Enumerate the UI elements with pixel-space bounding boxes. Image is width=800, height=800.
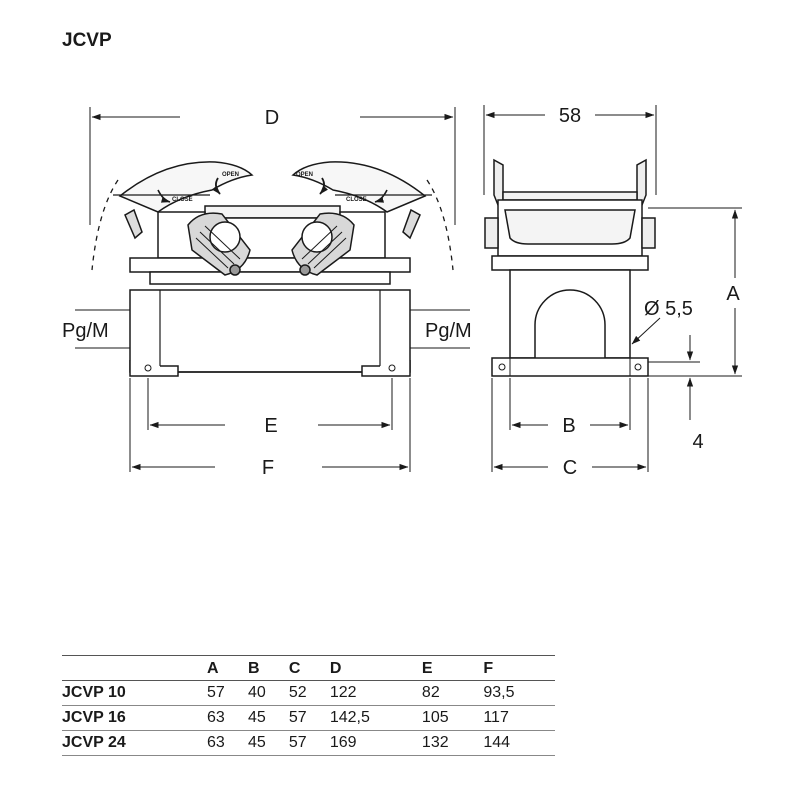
table-header-cell: A: [207, 655, 248, 681]
table-header-cell: D: [329, 655, 422, 681]
dim-label-B: B: [562, 415, 575, 437]
model-cell: JCVP 24: [62, 734, 126, 751]
model-cell: JCVP 16: [62, 709, 126, 726]
page-title: JCVP: [62, 30, 112, 51]
open-label-left: OPEN: [222, 172, 239, 178]
table-row: JCVP 10 57 40 52 122 82 93,5: [62, 681, 555, 706]
dim-label-C: C: [563, 457, 577, 479]
open-label-right: OPEN: [296, 172, 313, 178]
table-cell: 45: [247, 734, 266, 751]
table-cell: 132: [421, 734, 449, 751]
table-row: JCVP 24 63 45 57 169 132 144: [62, 731, 555, 756]
dim-label-D: D: [265, 107, 279, 129]
close-label-left: CLOSE: [172, 197, 193, 203]
table-header-cell: [62, 655, 207, 681]
table-cell: 57: [288, 734, 307, 751]
dim-label-4: 4: [692, 431, 703, 453]
dim-label-58: 58: [559, 105, 581, 127]
table-cell: 117: [483, 709, 509, 726]
table-cell: 105: [421, 709, 449, 726]
table-header-cell: B: [247, 655, 289, 681]
table-cell: 63: [207, 734, 225, 751]
table-cell: 93,5: [483, 684, 515, 701]
close-label-right: CLOSE: [346, 197, 367, 203]
table-header-row: A B C D E F: [62, 655, 555, 681]
table-cell: 122: [329, 684, 357, 701]
table-cell: 57: [207, 684, 225, 701]
dimension-table: A B C D E F JCVP 10 57 40 52 122 82 93,5…: [62, 655, 555, 756]
table-cell: 144: [483, 734, 511, 751]
model-cell: JCVP 10: [62, 684, 126, 701]
table-cell: 40: [247, 684, 266, 701]
table-cell: 169: [329, 734, 357, 751]
dim-label-A: A: [726, 283, 740, 305]
table-header-cell: E: [421, 655, 484, 681]
table-row: JCVP 16 63 45 57 142,5 105 117: [62, 706, 555, 731]
table-cell: 82: [421, 684, 440, 701]
front-view: [75, 107, 470, 472]
table-cell: 57: [288, 709, 307, 726]
table-cell: 45: [247, 709, 266, 726]
table-cell: 52: [288, 684, 307, 701]
dim-label-F: F: [262, 457, 274, 479]
hole-diameter-label: Ø 5,5: [644, 298, 693, 320]
side-view: [483, 105, 742, 472]
table-cell: 142,5: [329, 709, 370, 726]
dim-label-E: E: [264, 415, 277, 437]
table-header-cell: F: [483, 655, 555, 681]
table-cell: 63: [207, 709, 225, 726]
pg-label-right: Pg/M: [425, 320, 472, 342]
table-header-cell: C: [288, 655, 330, 681]
pg-label-left: Pg/M: [62, 320, 109, 342]
